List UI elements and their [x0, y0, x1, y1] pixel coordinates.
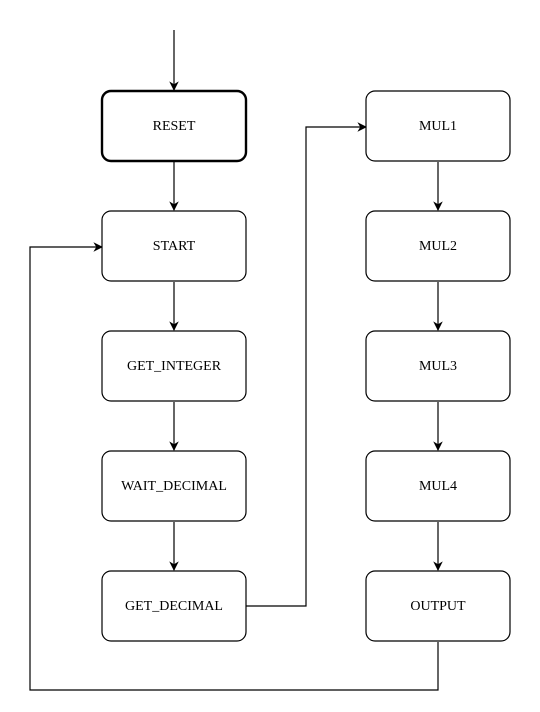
state-start-label: START — [153, 239, 196, 254]
state-output-label: OUTPUT — [410, 599, 466, 614]
state-mul3: MUL3 — [365, 330, 511, 402]
edge-output-to-start — [29, 242, 439, 691]
state-get-integer: GET_INTEGER — [101, 330, 247, 402]
edge-get-decimal-to-mul1 — [246, 122, 367, 607]
state-start: START — [101, 210, 247, 282]
state-mul4: MUL4 — [365, 450, 511, 522]
state-mul2-label: MUL2 — [419, 239, 457, 254]
state-mul1-label: MUL1 — [419, 119, 457, 134]
state-wait-decimal: WAIT_DECIMAL — [101, 450, 247, 522]
state-wait-decimal-label: WAIT_DECIMAL — [121, 479, 227, 494]
state-reset-label: RESET — [153, 119, 196, 134]
state-get-decimal: GET_DECIMAL — [101, 570, 247, 642]
state-get-integer-label: GET_INTEGER — [127, 359, 222, 374]
state-mul4-label: MUL4 — [419, 479, 457, 494]
transitions — [29, 30, 443, 691]
state-mul1: MUL1 — [365, 90, 511, 162]
state-output: OUTPUT — [365, 570, 511, 642]
state-mul3-label: MUL3 — [419, 359, 457, 374]
state-mul2: MUL2 — [365, 210, 511, 282]
state-reset: RESET — [100, 89, 248, 163]
state-get-decimal-label: GET_DECIMAL — [125, 599, 223, 614]
